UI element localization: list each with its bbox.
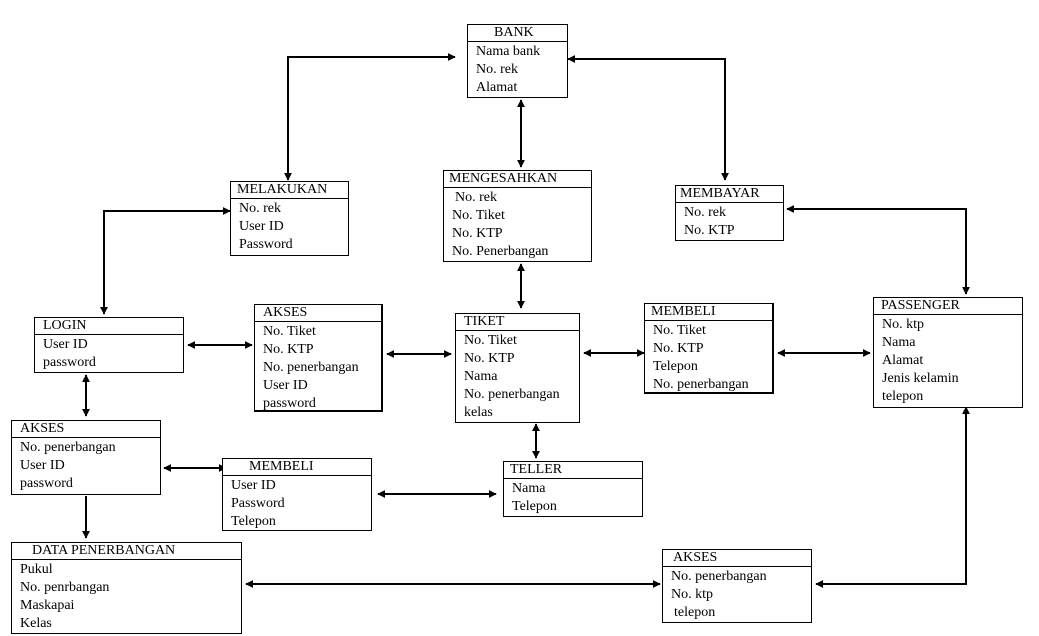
entity-field: telepon [882, 389, 924, 404]
entity-title: MEMBELI [645, 304, 772, 321]
connector-akses-bottom-passenger [815, 406, 970, 588]
connector-membayar-passenger [786, 205, 970, 295]
entity-login: LOGIN User ID password [34, 317, 184, 373]
entity-title: AKSES [255, 305, 381, 322]
entity-title: AKSES [12, 421, 160, 438]
entity-field: Nama bank [476, 44, 541, 59]
entity-field: No. penerbangan [671, 569, 767, 584]
entity-field: No. Tiket [653, 323, 706, 338]
entity-title: MEMBAYAR [676, 186, 783, 203]
entity-field: No. ktp [882, 317, 924, 332]
entity-field: Alamat [882, 353, 924, 368]
entity-field: Password [231, 496, 285, 511]
entity-membeli-bottom: MEMBELI User ID Password Telepon [222, 458, 372, 531]
entity-field: No. penerbangan [263, 360, 359, 375]
entity-field: No. penrbangan [20, 580, 110, 595]
entity-field: Password [239, 237, 293, 252]
entity-field: Kelas [20, 616, 52, 631]
entity-melakukan: MELAKUKAN No. rek User ID Password [230, 181, 349, 256]
entity-membayar: MEMBAYAR No. rek No. KTP [675, 185, 784, 241]
entity-field: No. rek [684, 205, 726, 220]
entity-field: Telepon [653, 359, 698, 374]
entity-field: password [263, 396, 316, 411]
entity-field: Maskapai [20, 598, 75, 613]
entity-field: Pukul [20, 562, 53, 577]
entity-field: Jenis kelamin [882, 371, 959, 386]
entity-akses-mid: AKSES No. Tiket No. KTP No. penerbangan … [254, 304, 383, 412]
entity-field: password [20, 476, 73, 491]
entity-akses-left: AKSES No. penerbangan User ID password [11, 420, 161, 495]
entity-field: No. penerbangan [20, 440, 116, 455]
entity-field: No. KTP [464, 351, 515, 366]
entity-field: User ID [231, 478, 276, 493]
entity-field: User ID [43, 337, 88, 352]
entity-field: No. KTP [452, 226, 503, 241]
entity-title: TIKET [456, 314, 579, 331]
connector-melakukan-login [100, 207, 231, 315]
entity-field: Nama [512, 481, 546, 496]
entity-field: No. Tiket [464, 333, 517, 348]
entity-teller: TELLER Nama Telepon [503, 461, 643, 517]
entity-field: kelas [464, 405, 493, 420]
entity-title: AKSES [663, 550, 811, 567]
entity-field: No. Tiket [452, 208, 505, 223]
entity-tiket: TIKET No. Tiket No. KTP Nama No. penerba… [455, 313, 580, 423]
entity-title: PASSENGER [874, 298, 1022, 315]
connector-bank-membayar [567, 55, 729, 181]
entity-field: No. rek [476, 62, 518, 77]
entity-field: Nama [464, 369, 498, 384]
entity-field: Alamat [476, 80, 518, 95]
entity-title: LOGIN [35, 318, 183, 335]
entity-field: password [43, 355, 96, 370]
entity-bank: BANK Nama bank No. rek Alamat [467, 24, 568, 98]
entity-title: MENGESAHKAN [444, 171, 591, 188]
entity-field: Telepon [512, 499, 557, 514]
entity-title: DATA PENERBANGAN [12, 543, 241, 560]
connector-bank-melakukan [284, 53, 456, 181]
entity-mengesahkan: MENGESAHKAN No. rek No. Tiket No. KTP No… [443, 170, 592, 262]
entity-title: MELAKUKAN [231, 182, 348, 199]
entity-title: TELLER [504, 462, 642, 479]
entity-field: User ID [263, 378, 308, 393]
entity-field: User ID [239, 219, 284, 234]
entity-field: telepon [674, 605, 716, 620]
entity-title: MEMBELI [223, 459, 371, 476]
entity-field: No. KTP [653, 341, 704, 356]
entity-field: No. Penerbangan [452, 244, 549, 259]
entity-field: User ID [20, 458, 65, 473]
entity-field: No. rek [239, 201, 281, 216]
entity-title: BANK [468, 25, 567, 42]
entity-data-penerbangan: DATA PENERBANGAN Pukul No. penrbangan Ma… [11, 542, 242, 634]
entity-membeli-top: MEMBELI No. Tiket No. KTP Telepon No. pe… [644, 303, 774, 394]
entity-field: No. ktp [671, 587, 713, 602]
entity-field: No. rek [455, 190, 497, 205]
entity-field: No. penerbangan [464, 387, 560, 402]
entity-field: No. KTP [263, 342, 314, 357]
entity-field: Telepon [231, 514, 276, 529]
entity-field: Nama [882, 335, 916, 350]
entity-field: No. KTP [684, 223, 735, 238]
entity-field: No. Tiket [263, 324, 316, 339]
entity-field: No. penerbangan [653, 377, 749, 392]
entity-passenger: PASSENGER No. ktp Nama Alamat Jenis kela… [873, 297, 1023, 408]
entity-akses-bottom: AKSES No. penerbangan No. ktp telepon [662, 549, 812, 623]
